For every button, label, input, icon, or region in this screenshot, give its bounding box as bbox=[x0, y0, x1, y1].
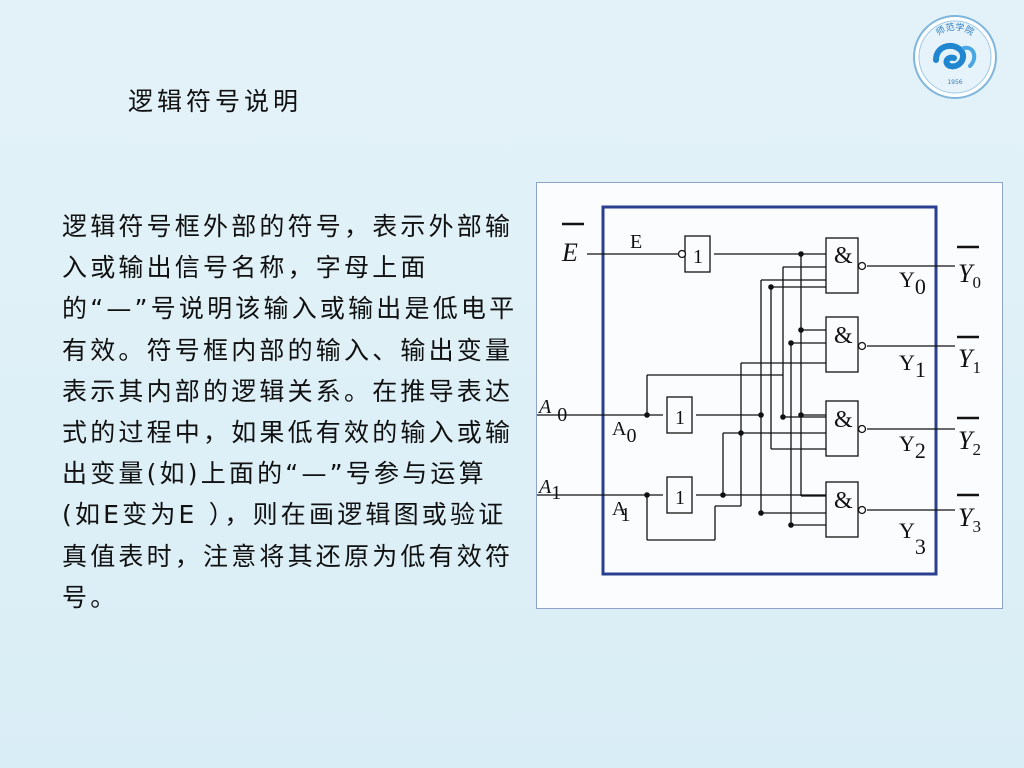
internal-output-label-0: Y0 bbox=[899, 267, 926, 299]
slide-title: 逻辑符号说明 bbox=[128, 87, 303, 116]
output-bubble-0 bbox=[857, 261, 867, 271]
internal-output-label-2: Y2 bbox=[899, 431, 926, 463]
not-gate-enable-symbol: 1 bbox=[693, 246, 703, 268]
internal-enable-label: E bbox=[630, 231, 642, 253]
not-gate-a1-symbol: 1 bbox=[675, 487, 685, 509]
symbol-frame bbox=[601, 205, 938, 576]
internal-a0-label: A0 bbox=[612, 418, 636, 447]
and-gate-2-symbol: & bbox=[834, 407, 853, 433]
output-label-2: Y2 bbox=[958, 426, 981, 459]
school-logo: 师范学院 1956 bbox=[912, 14, 998, 100]
and-gate-1 bbox=[825, 316, 859, 373]
not-gate-a0 bbox=[666, 396, 693, 434]
internal-a1-label: A1 bbox=[612, 498, 630, 526]
output-label-0: Y0 bbox=[958, 259, 981, 292]
not-gate-a0-symbol: 1 bbox=[675, 407, 685, 429]
internal-output-label-3: Y3 bbox=[899, 518, 926, 559]
output-label-3: Y3 bbox=[958, 503, 981, 536]
not-gate-a1 bbox=[666, 476, 693, 514]
logo-year: 1956 bbox=[947, 79, 962, 86]
internal-output-label-1: Y1 bbox=[899, 350, 926, 382]
and-gate-0-symbol: & bbox=[834, 243, 853, 269]
explanation-text: 逻辑符号框外部的符号，表示外部输入或输出信号名称，字母上面的“—”号说明该输入或… bbox=[62, 212, 518, 612]
and-gate-3-symbol: & bbox=[834, 488, 853, 514]
output-bubble-1 bbox=[857, 341, 867, 351]
a1-input-label: A1 bbox=[537, 476, 561, 504]
enable-inversion-bubble bbox=[677, 249, 687, 259]
and-gate-1-symbol: & bbox=[834, 323, 853, 349]
output-bubble-2 bbox=[857, 424, 867, 434]
enable-input-label: E bbox=[561, 238, 578, 267]
output-bubble-3 bbox=[857, 505, 867, 515]
output-label-1: Y1 bbox=[958, 344, 981, 377]
